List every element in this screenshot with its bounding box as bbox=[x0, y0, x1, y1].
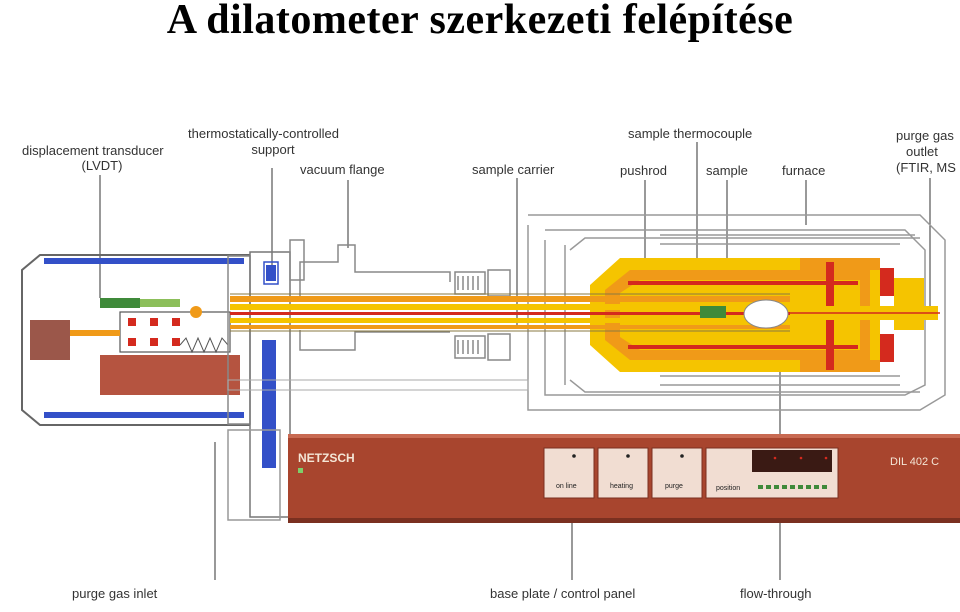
label-purge-gas-outlet: purge gas bbox=[896, 128, 954, 143]
label-lvdt: (LVDT) bbox=[81, 158, 123, 173]
pushrod-assembly bbox=[230, 293, 940, 332]
button-label-on-line: on line bbox=[556, 483, 577, 490]
label-vacuum-flange: vacuum flange bbox=[300, 162, 385, 177]
lvdt-housing bbox=[21, 254, 251, 426]
panel-brand: NETZSCH bbox=[298, 451, 355, 465]
label-sample: sample bbox=[706, 163, 748, 178]
label-furnace: furnace bbox=[782, 163, 826, 178]
base-plate: NETZSCH on line heating purge position D… bbox=[227, 379, 960, 523]
label-sample-thermocouple: sample thermocouple bbox=[628, 126, 753, 141]
label-ftir-ms: (FTIR, MS bbox=[896, 160, 956, 175]
vacuum-flange-tube bbox=[299, 244, 511, 361]
button-label-purge: purge bbox=[665, 483, 683, 490]
furnace-housing bbox=[527, 214, 946, 411]
label-thermostatic-support: thermostatically-controlled bbox=[188, 126, 340, 141]
label-support: support bbox=[251, 142, 295, 157]
position-label: position bbox=[716, 485, 740, 492]
label-base-plate: base plate / control panel bbox=[490, 586, 636, 601]
panel-model: DIL 402 C bbox=[890, 456, 939, 468]
page-title: A dilatometer szerkezeti felépítése bbox=[166, 0, 794, 43]
label-pushrod: pushrod bbox=[620, 163, 667, 178]
button-label-heating: heating bbox=[610, 483, 633, 490]
label-purge-gas-inlet: purge gas inlet bbox=[72, 586, 158, 601]
label-sample-carrier: sample carrier bbox=[472, 162, 555, 177]
label-outlet: outlet bbox=[906, 144, 938, 159]
thermostatic-support bbox=[249, 239, 305, 518]
label-flow-through: flow-through bbox=[740, 586, 812, 601]
label-displacement-transducer: displacement transducer bbox=[22, 143, 164, 158]
